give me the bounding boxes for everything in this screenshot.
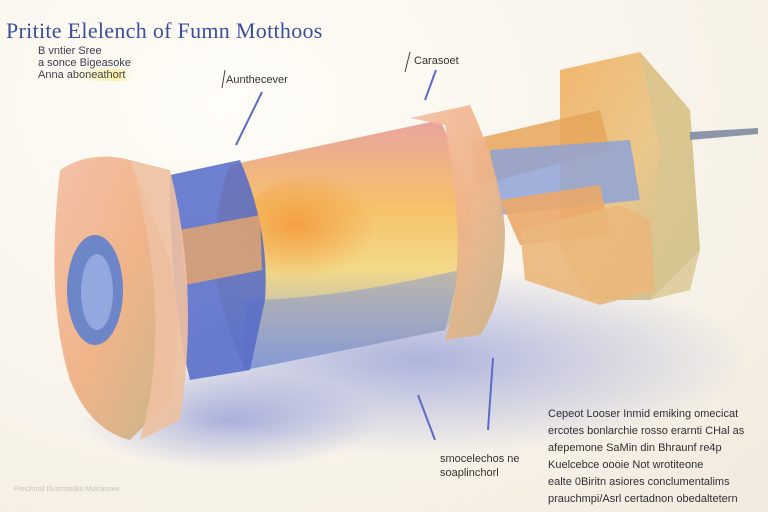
watermark: Precilonal Illustroiatiko Molcasneo	[14, 486, 120, 493]
annotation-line: afepemone SaMin din Bhraunf re4p	[548, 442, 722, 454]
annotation-line: Cepeot Looser Inmid emiking omecicat	[548, 408, 739, 420]
annotation-line: ercotes bonlarchie rosso erarnti CHal as	[548, 425, 745, 437]
front-flange-rim	[130, 160, 188, 440]
annotation-line: Kuelcebce oooie Not wrotiteone	[548, 459, 704, 471]
leader-bracket-left	[221, 69, 226, 89]
inlet-bore-inner	[81, 254, 113, 330]
subtitle-block: B vntier Sree a sonce Bigeasoke Anna abo…	[38, 45, 131, 81]
front-collar-band	[180, 215, 262, 285]
subtitle-line: a sonce Bigeasoke	[38, 57, 131, 69]
label-top-callout: Carasoet	[414, 55, 459, 67]
label-left-callout: Aunthecever	[226, 74, 288, 86]
annotation-line: ealte 0Biritn asiores conclumentalims	[548, 476, 730, 488]
leader-line-bottom-b	[417, 394, 436, 441]
end-block	[520, 205, 655, 305]
leader-line-bottom-a	[487, 357, 494, 431]
label-bottom-callout: smocelechos ne soaplinchorl	[440, 453, 520, 479]
page-title: Pritite Elelench of Fumn Motthoos	[6, 18, 323, 43]
leader-line-left	[235, 91, 263, 146]
leader-bracket-top-right	[404, 51, 411, 73]
middle-flange	[410, 105, 505, 340]
drive-shaft	[690, 128, 758, 140]
subtitle-line: B vntier Sree	[38, 45, 102, 57]
annotation-paragraph: Cepeot Looser Inmid emiking omecicat erc…	[548, 406, 744, 508]
annotation-line: prauchmpi/Asrl certadnon obedaltetern	[548, 493, 738, 505]
leader-line-top	[424, 69, 437, 101]
subtitle-line: Anna aboneathort	[38, 69, 131, 81]
cylinder-blue-band	[245, 270, 460, 370]
rear-face	[640, 52, 700, 300]
cylinder-highlight	[240, 175, 400, 285]
